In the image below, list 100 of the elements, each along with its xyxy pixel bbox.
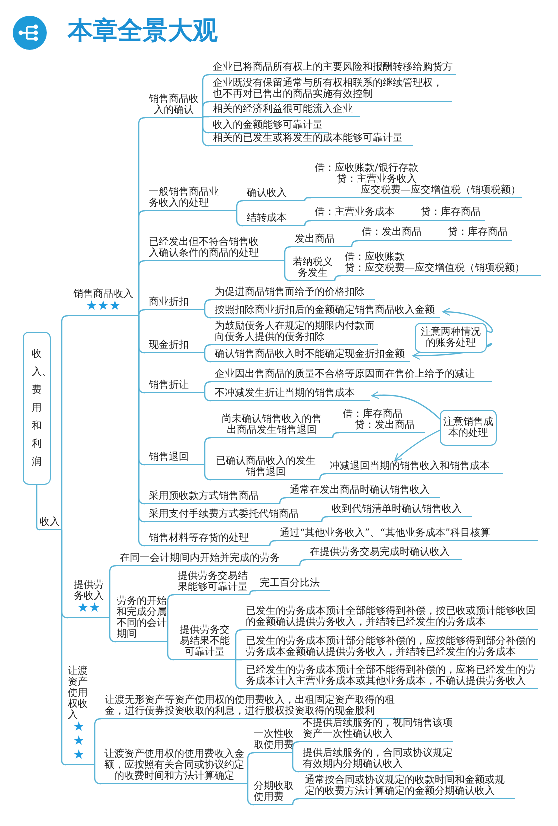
branch-line <box>247 784 255 806</box>
branch-line <box>204 393 212 402</box>
branch-node <box>145 237 285 261</box>
node-text: 贷：应交税费—应交增值税（销项税额） <box>345 263 526 274</box>
node-text: 完工百分比法 <box>260 578 321 589</box>
branch-node <box>276 528 538 541</box>
branch-line <box>284 261 292 282</box>
branch-node <box>145 340 205 353</box>
branch-line <box>204 381 212 393</box>
branch-node <box>209 120 328 133</box>
branch-node <box>116 553 300 566</box>
node-text: 销售退回 <box>149 452 190 463</box>
branch-line <box>284 246 292 261</box>
node-text: 结转成本 <box>247 213 288 224</box>
node-text: 借：库存商品 <box>343 409 403 420</box>
branch-line <box>202 116 209 119</box>
branch-node <box>328 504 472 517</box>
node-text: 收入 <box>40 517 61 528</box>
branch-node <box>326 461 503 474</box>
branch-line <box>235 660 243 690</box>
branch-line <box>204 465 212 481</box>
note-arrow <box>372 392 442 420</box>
star-rating: ★★★ <box>72 721 86 763</box>
branch-line <box>202 101 210 118</box>
branch-node <box>243 188 305 201</box>
branch-node <box>68 289 139 316</box>
node-text: 发出商品 <box>295 234 336 245</box>
branch-line <box>249 590 256 596</box>
node-text: 现金折扣 <box>149 340 190 351</box>
node-text: 一次性收取使用费 <box>254 729 295 751</box>
branch-line <box>292 798 300 806</box>
branch-node <box>286 485 440 498</box>
branch-node <box>256 578 330 591</box>
branch-node <box>306 547 462 560</box>
node-text: 已发生的劳务成本预计全部能够得到补偿，按已收或预计能够收回的金额确认提供劳务收入，并结转已经发生的劳务成本 <box>246 606 536 628</box>
branch-node <box>68 580 110 618</box>
branch-line <box>36 485 41 531</box>
branch-line <box>61 530 67 766</box>
branch-line <box>334 275 341 282</box>
node-text: 通常在发出商品时确认销售收入 <box>290 485 431 496</box>
branch-line <box>109 618 117 643</box>
node-text: 应交税费—应交增值税（销项税额） <box>361 185 522 196</box>
node-text: 提供后续服务的，合同或协议规定有效期内分期确认收入 <box>303 748 454 770</box>
branch-node <box>339 409 425 433</box>
branch-line <box>167 594 175 642</box>
node-text: 确认收入 <box>247 188 288 199</box>
branch-node <box>209 104 360 117</box>
node-text: 劳务的开始和完成分属不同的会计期间 <box>117 596 168 640</box>
note-box <box>415 323 487 353</box>
node-text: 借：应收账款 <box>345 252 406 263</box>
branch-line <box>204 353 212 363</box>
node-text: 一般销售商品业务收入的处理 <box>149 187 220 209</box>
branch-node <box>145 509 322 522</box>
star-rating: ★★★ <box>85 300 122 314</box>
node-text: 通过“其他业务收入”、“其他业务成本”科目核算 <box>280 528 492 539</box>
branch-line <box>304 220 311 227</box>
node-text: 若纳税义务发生 <box>292 257 334 279</box>
node-text: 销售商品收入的确认 <box>148 94 200 116</box>
node-text: 商业折扣 <box>149 297 190 308</box>
node-text: 在提供劳务交易完成时确认收入 <box>310 547 451 558</box>
branch-line <box>304 197 311 202</box>
branch-line <box>167 642 175 661</box>
node-text: 通常按合同或协议规定的收款时间和金额或规定的收费方法计算确定的金额分期确认收入 <box>305 775 506 797</box>
node-text: 借：发出商品 <box>362 227 422 238</box>
node-text: 提供劳务收入 <box>73 580 105 602</box>
branch-line <box>204 437 212 465</box>
node-text: 已发生的劳务成本预计部分能够补偿的，应按能够得到部分补偿的劳务成本金额确认提供劳务收入，并结转已经发生的劳务成本 <box>246 636 536 658</box>
branch-line <box>94 718 102 765</box>
node-text: 按照扣除商业折扣后的金额确定销售商品收入金额 <box>215 305 436 316</box>
note-box <box>440 410 497 446</box>
node-text: 收到代销清单时确认销售收入 <box>332 504 463 515</box>
page-title: 本章全景大观 <box>68 15 218 47</box>
branch-node <box>211 349 410 362</box>
branch-line <box>202 118 210 147</box>
branch-line <box>351 240 359 248</box>
branch-node <box>211 369 492 382</box>
star-rating: ★★ <box>76 602 102 616</box>
branch-node <box>211 414 333 438</box>
branch-line <box>204 299 212 310</box>
branch-line <box>279 497 287 505</box>
branch-node <box>66 666 95 765</box>
branch-node <box>145 533 270 546</box>
node-text: 销售商品收入 <box>72 289 134 300</box>
node-text: 采用支付手续费方式委托代销商品 <box>149 509 300 520</box>
branch-line <box>319 473 327 481</box>
node-text: 为促进商品销售而给予的价格扣除 <box>215 287 366 298</box>
node-text: 销售折让 <box>149 380 190 391</box>
node-text: 尚未确认销售收入的售出商品发生销售退回 <box>221 414 323 436</box>
branch-node <box>174 625 236 660</box>
branch-node <box>145 491 280 504</box>
branch-node <box>209 62 456 75</box>
note-arrow <box>442 308 493 333</box>
branch-line <box>269 540 276 547</box>
node-text: 企业既没有保留通常与所有权相联系的继续管理权，也不再对已售出的商品实施有效控制 <box>213 78 444 100</box>
node-text: 让渡资产使用权的使用费收入金额，应按照有关合同或协议约定的收费时间和方法计算确定 <box>104 749 246 782</box>
branch-line <box>332 432 339 439</box>
branch-node <box>209 133 413 146</box>
branch-node <box>211 388 370 401</box>
branch-line <box>236 200 244 211</box>
node-text: 相关的已发生或将发生的成本能够可靠计量 <box>213 133 404 144</box>
